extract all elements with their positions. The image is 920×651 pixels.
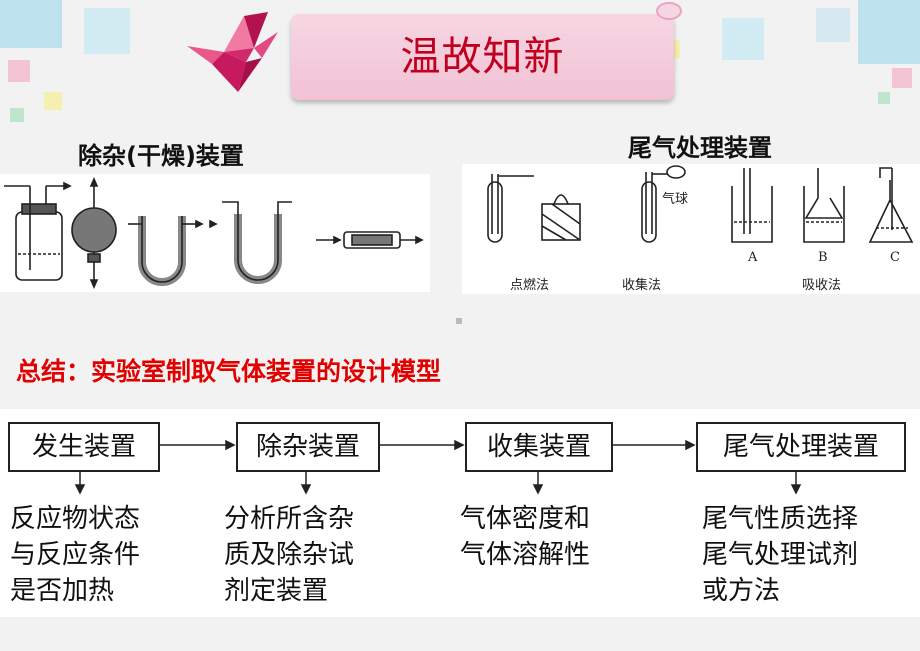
tailgas-apparatus-panel: 气球 点燃法 收集法 A B C 吸收法 xyxy=(462,164,920,294)
flow-step-collection: 收集装置 xyxy=(465,422,613,472)
design-model-flow: 发生装置 除杂装置 收集装置 尾气处理装置 反应物状态 与反应条件 是否加热 分… xyxy=(0,409,920,617)
desc-line: 反应物状态 xyxy=(10,504,141,534)
collect-method-label: 收集法 xyxy=(622,278,662,293)
purify-title: 除杂(干燥)装置 xyxy=(78,142,244,170)
summary-title: 总结：实验室制取气体装置的设计模型 xyxy=(16,357,442,386)
origami-bird-logo xyxy=(187,12,278,92)
desc-line: 剂定装置 xyxy=(224,576,329,606)
ignite-method-label: 点燃法 xyxy=(510,278,550,293)
tailgas-apparatus-drawing xyxy=(487,165,914,243)
flow-desc-generation: 反应物状态 与反应条件 是否加热 xyxy=(10,501,140,609)
desc-line: 或方法 xyxy=(702,576,781,606)
flow-step-purification: 除杂装置 xyxy=(236,422,380,472)
label-c: C xyxy=(890,250,900,265)
desc-line: 气体密度和 xyxy=(460,504,591,534)
purify-apparatus-drawing xyxy=(4,176,424,290)
desc-line: 分析所含杂 xyxy=(224,504,355,534)
banner-curl xyxy=(656,2,682,20)
desc-line: 气体溶解性 xyxy=(460,540,591,570)
deco-square xyxy=(878,92,890,104)
deco-square xyxy=(44,92,62,110)
title-banner: 温故知新 xyxy=(291,14,674,100)
tailgas-title: 尾气处理装置 xyxy=(628,134,772,162)
flow-desc-tailgas: 尾气性质选择 尾气处理试剂 或方法 xyxy=(702,501,858,609)
desc-line: 与反应条件 xyxy=(10,540,141,570)
desc-line: 尾气性质选择 xyxy=(702,504,859,534)
deco-square xyxy=(8,60,30,82)
deco-square xyxy=(722,18,764,60)
deco-dot xyxy=(456,318,462,324)
absorb-method-label: 吸收法 xyxy=(802,278,842,293)
deco-square xyxy=(10,108,24,122)
purify-apparatus-panel xyxy=(0,174,430,292)
flow-step-generation: 发生装置 xyxy=(8,422,160,472)
flow-arrows xyxy=(74,439,802,495)
banner-title: 温故知新 xyxy=(400,34,565,80)
label-a: A xyxy=(748,250,758,265)
deco-square xyxy=(892,68,912,88)
deco-square xyxy=(858,0,920,64)
balloon-label: 气球 xyxy=(662,192,689,207)
label-b: B xyxy=(818,250,828,265)
flow-desc-collection: 气体密度和 气体溶解性 xyxy=(460,501,590,573)
deco-square xyxy=(816,8,850,42)
deco-square xyxy=(0,0,62,48)
flow-step-tailgas: 尾气处理装置 xyxy=(696,422,906,472)
desc-line: 是否加热 xyxy=(10,576,115,606)
desc-line: 尾气处理试剂 xyxy=(702,540,859,570)
deco-square xyxy=(84,8,130,54)
flow-desc-purification: 分析所含杂 质及除杂试 剂定装置 xyxy=(224,501,354,609)
desc-line: 质及除杂试 xyxy=(224,540,355,570)
